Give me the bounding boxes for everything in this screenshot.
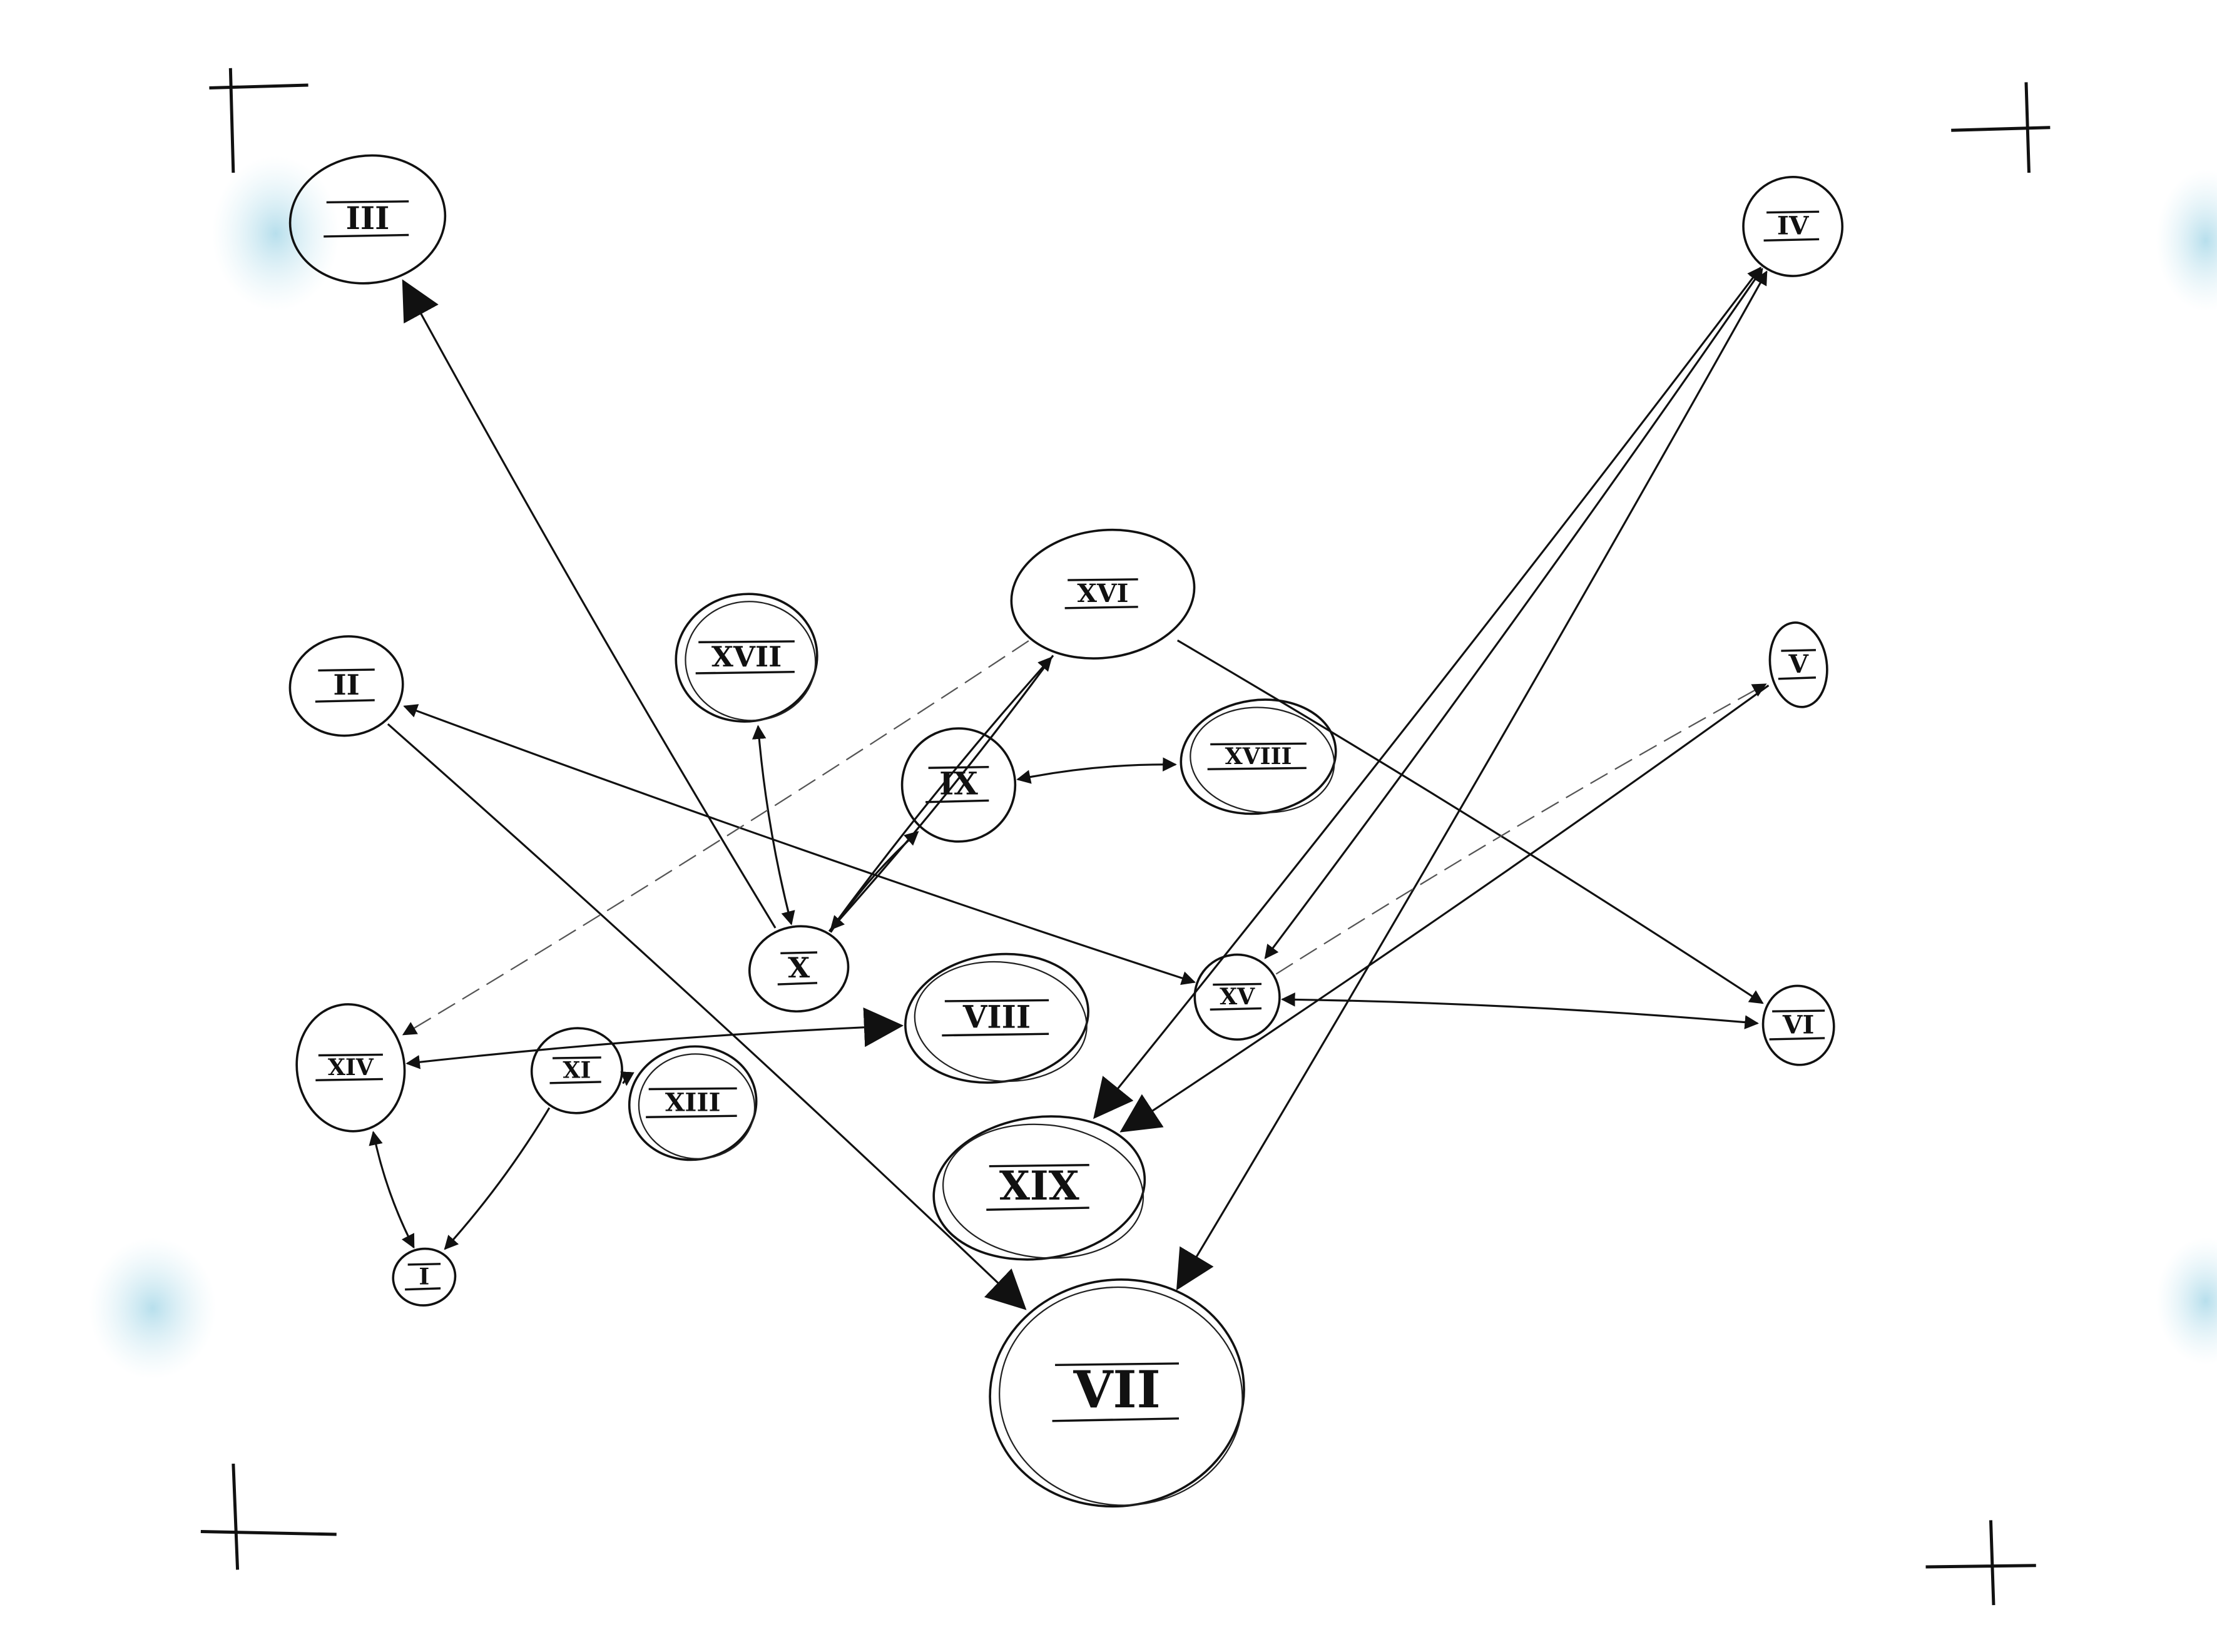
node-label: XV xyxy=(1220,983,1255,1010)
edge-XVI-to-VI xyxy=(1176,640,1764,1004)
edge-XIV-to-VIII xyxy=(405,1007,904,1069)
node-XV: XV xyxy=(1193,953,1281,1041)
node-XVII: XVII xyxy=(675,593,818,723)
edge-IV-to-VII xyxy=(1176,270,1768,1291)
node-circle xyxy=(295,1003,406,1133)
node-circle xyxy=(1761,984,1835,1066)
node-circle xyxy=(288,635,404,737)
edge-XI-to-I xyxy=(444,1107,551,1250)
node-XIV: XIV xyxy=(295,1003,406,1133)
label-serif-bars xyxy=(1778,649,1817,680)
edge-XV-to-V xyxy=(1275,683,1767,975)
node-label: XI xyxy=(563,1057,591,1084)
node-label: VI xyxy=(1782,1009,1815,1039)
node-circle xyxy=(900,727,1017,843)
node-label: IX xyxy=(939,765,978,802)
edge-X-to-XVII xyxy=(752,725,795,925)
node-XVI: XVI xyxy=(1010,528,1196,660)
label-serif-bars xyxy=(549,1056,601,1084)
node-label: II xyxy=(333,668,359,701)
node-label: XIII xyxy=(665,1088,721,1118)
node-label: XVI xyxy=(1077,578,1128,608)
node-label: XIV xyxy=(328,1054,374,1081)
node-circle xyxy=(1193,953,1281,1041)
label-serif-bars xyxy=(315,1053,383,1081)
node-VI: VI xyxy=(1761,984,1835,1066)
node-label: X xyxy=(788,951,810,984)
label-serif-bars xyxy=(986,1164,1089,1211)
label-serif-bars xyxy=(1052,1362,1180,1422)
node-II: II xyxy=(288,635,404,737)
node-I: I xyxy=(392,1247,457,1307)
node-label: VIII xyxy=(962,999,1031,1036)
edge-X-to-III xyxy=(402,279,777,929)
label-serif-bars xyxy=(925,765,989,803)
label-serif-bars xyxy=(695,640,795,675)
node-label: XVIII xyxy=(1225,743,1292,770)
node-IV: IV xyxy=(1742,176,1844,277)
node-X: X xyxy=(748,925,850,1013)
node-circle-overdraw xyxy=(1190,706,1335,813)
node-III: III xyxy=(288,154,447,285)
node-circle xyxy=(748,925,850,1013)
node-circle xyxy=(1742,176,1844,277)
node-circle-overdraw xyxy=(685,601,817,721)
node-label: IV xyxy=(1777,211,1810,241)
label-serif-bars xyxy=(1064,578,1138,609)
node-label: I xyxy=(419,1263,429,1290)
node-label: XVII xyxy=(711,640,782,673)
edge-XVI-to-XIV xyxy=(402,640,1029,1036)
node-circle-overdraw xyxy=(942,1123,1144,1259)
node-IX: IX xyxy=(900,727,1017,843)
node-XIX: XIX xyxy=(932,1115,1146,1261)
label-serif-bars xyxy=(942,999,1049,1037)
label-serif-bars xyxy=(1207,742,1307,770)
node-label: V xyxy=(1788,649,1809,679)
label-serif-bars xyxy=(405,1263,441,1291)
node-VIII: VIII xyxy=(904,952,1089,1084)
label-serif-bars xyxy=(1769,1009,1825,1041)
label-serif-bars xyxy=(324,200,409,238)
node-circle xyxy=(1768,621,1828,708)
node-XIII: XIII xyxy=(628,1045,758,1161)
node-circle xyxy=(530,1027,623,1114)
edge-X-to-IX xyxy=(830,831,919,933)
edge-I-to-XIV xyxy=(369,1131,415,1249)
edge-XI-to-XIII xyxy=(620,1071,635,1086)
node-circle-overdraw xyxy=(999,1286,1243,1506)
label-serif-bars xyxy=(315,668,375,703)
label-serif-bars xyxy=(1763,210,1820,242)
edge-IX-to-XVIII xyxy=(1016,757,1177,784)
node-label: XIX xyxy=(999,1163,1080,1209)
label-serif-bars xyxy=(1210,982,1262,1011)
label-serif-bars xyxy=(777,951,818,986)
edges-layer xyxy=(369,266,1770,1310)
node-circle-overdraw xyxy=(914,961,1088,1083)
edge-XV-to-II xyxy=(403,704,1196,985)
node-VII: VII xyxy=(989,1278,1245,1508)
node-XVIII: XVIII xyxy=(1180,698,1337,815)
node-label: III xyxy=(346,200,390,237)
node-label: VII xyxy=(1073,1360,1160,1420)
node-XI: XI xyxy=(530,1027,623,1114)
edge-V-to-XIX xyxy=(1119,685,1770,1133)
registration-marks xyxy=(200,68,2051,1606)
node-V: V xyxy=(1768,621,1828,708)
label-serif-bars xyxy=(646,1087,737,1118)
edge-IV-to-XV xyxy=(1264,267,1763,959)
scan-smudges xyxy=(89,155,2217,1379)
edge-XV-to-VI xyxy=(1281,992,1759,1029)
node-circle xyxy=(1010,528,1196,660)
node-circle-overdraw xyxy=(638,1053,756,1160)
node-circle xyxy=(288,154,447,285)
node-circle xyxy=(392,1247,457,1307)
